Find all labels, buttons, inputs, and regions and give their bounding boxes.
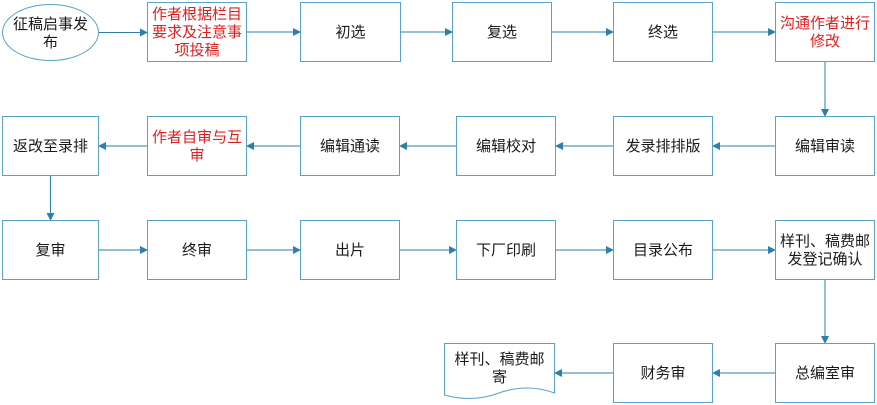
node-label: 沟通作者进行修改 (780, 14, 871, 50)
node-label: 总编室审 (794, 364, 855, 382)
node-label: 返改至录排 (12, 137, 88, 155)
node-initial-selection: 初选 (300, 2, 401, 62)
node-editor-read-through: 编辑通读 (300, 116, 400, 176)
node-label: 发录排排版 (625, 137, 701, 155)
node-label: 下厂印刷 (475, 241, 536, 259)
node-label: 样刊、稿费邮发登记确认 (780, 232, 871, 268)
node-label: 编辑通读 (319, 137, 380, 155)
node-second-selection: 复选 (452, 2, 552, 62)
node-label: 征稿启事发布 (12, 14, 88, 51)
node-editor-review: 编辑审读 (775, 116, 875, 176)
node-return-to-typesetting: 返改至录排 (2, 116, 99, 176)
node-label: 作者根据栏目要求及注意事项投稿 (152, 5, 243, 59)
node-label: 复审 (35, 241, 66, 259)
node-catalog-publish: 目录公布 (613, 220, 713, 280)
node-editor-proofread: 编辑校对 (456, 116, 556, 176)
node-printing: 下厂印刷 (456, 220, 556, 280)
node-label: 出片 (334, 241, 365, 259)
node-author-self-review: 作者自审与互审 (147, 116, 247, 176)
node-label: 复选 (486, 23, 517, 41)
node-label: 初选 (335, 23, 366, 41)
node-finance-review: 财务审 (613, 343, 713, 403)
node-label: 目录公布 (632, 241, 693, 259)
node-communicate-revise: 沟通作者进行修改 (775, 2, 875, 62)
node-label: 编辑审读 (794, 137, 855, 155)
node-final-selection: 终选 (613, 2, 713, 62)
node-label: 终选 (647, 23, 678, 41)
node-label: 终审 (181, 241, 212, 259)
document-shape (444, 343, 555, 399)
node-second-review: 复审 (2, 220, 99, 280)
node-label: 作者自审与互审 (152, 128, 243, 164)
node-editorial-office-review: 总编室审 (775, 343, 875, 403)
node-label: 编辑校对 (475, 137, 536, 155)
node-author-submission: 作者根据栏目要求及注意事项投稿 (147, 2, 247, 62)
node-label: 财务审 (640, 364, 686, 382)
node-typesetting: 发录排排版 (613, 116, 713, 176)
node-call-for-papers: 征稿启事发布 (2, 4, 99, 61)
node-mail-samples-fees: 样刊、稿费邮寄 (444, 343, 555, 403)
node-label: 样刊、稿费邮寄 (454, 350, 545, 386)
node-final-review: 终审 (147, 220, 247, 280)
node-film-output: 出片 (300, 220, 400, 280)
node-sample-fee-registration: 样刊、稿费邮发登记确认 (775, 220, 875, 280)
